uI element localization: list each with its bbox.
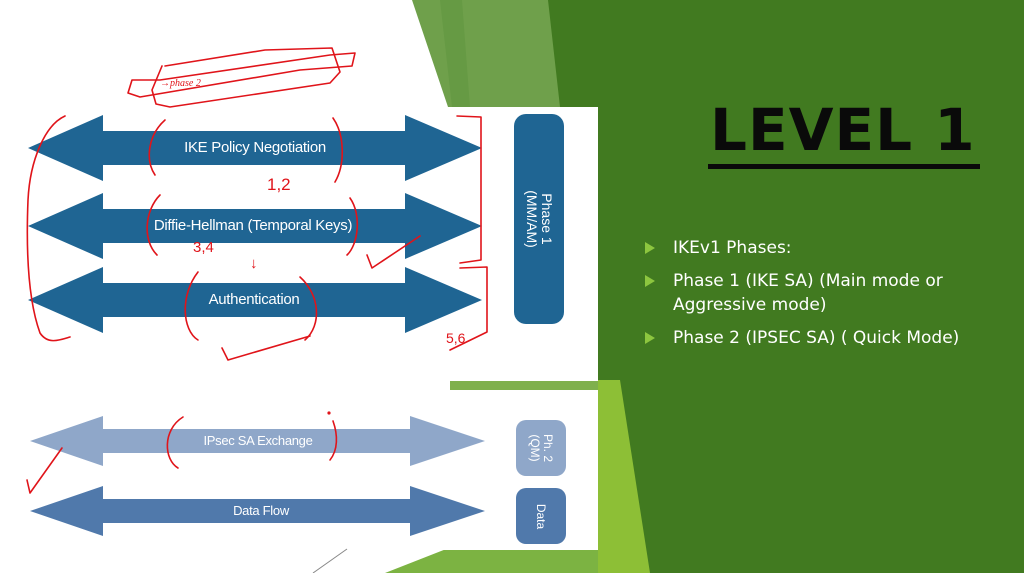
ink-left-bracket <box>26 115 71 342</box>
slide-title: LEVEL 1 <box>708 96 980 169</box>
ink-paren-ipsec-left <box>166 416 184 469</box>
arrow-authentication <box>28 267 482 333</box>
ink-paren-ipsec-right <box>329 420 338 461</box>
bullet-item: Phase 2 (IPSEC SA) ( Quick Mode) <box>645 326 1015 350</box>
bullet-item: Phase 1 (IKE SA) (Main mode or Aggressiv… <box>645 269 1015 317</box>
ink-step-34: 3,4 <box>193 239 214 256</box>
label-authentication: Authentication <box>208 291 300 308</box>
arrow-diffie-hellman <box>28 193 482 259</box>
ink-dot <box>327 411 331 415</box>
ink-paren-ike-right <box>332 117 344 183</box>
arrow-data-flow <box>30 486 485 536</box>
ink-step-12: 1,2 <box>267 175 291 194</box>
label-diffie-hellman: Diffie-Hellman (Temporal Keys) <box>153 217 353 234</box>
box-phase1: Phase 1 (MM/AM) <box>514 114 564 324</box>
bullet-text: Phase 2 (IPSEC SA) ( Quick Mode) <box>673 328 960 348</box>
ink-scribble-box-2 <box>151 47 341 108</box>
ink-right-bracket-top <box>456 115 482 264</box>
ink-paren-dh-left <box>146 194 161 256</box>
ink-check-auth <box>221 335 311 361</box>
ink-scribble-box-1 <box>127 52 356 98</box>
ink-paren-auth-left <box>184 271 199 341</box>
bg-lime-shape <box>470 380 650 573</box>
triangle-bullet-icon <box>645 242 655 254</box>
ink-paren-ike-left <box>148 119 166 176</box>
bg-strip <box>450 381 598 390</box>
ink-step-arrow: ↓ <box>250 255 258 272</box>
box-phase2: Ph. 2 (QM) <box>516 420 566 476</box>
arrow-ipsec-sa-exchange <box>30 416 485 466</box>
label-ipsec-sa-exchange: IPsec SA Exchange <box>203 433 313 448</box>
ink-check-dh <box>366 235 421 269</box>
box-data: Data <box>516 488 566 544</box>
ink-paren-dh-right <box>346 197 359 256</box>
bg-dark-green-panel <box>548 0 1024 573</box>
bullet-item: IKEv1 Phases: <box>645 236 1015 260</box>
bullet-list: IKEv1 Phases: Phase 1 (IKE SA) (Main mod… <box>645 236 1015 359</box>
stray-line <box>312 548 348 573</box>
bg-faint-stripe <box>440 0 470 107</box>
label-data-flow: Data Flow <box>233 503 289 518</box>
ink-right-bracket-bottom <box>449 266 488 351</box>
label-ike-policy: IKE Policy Negotiation <box>184 139 326 156</box>
bullet-text: IKEv1 Phases: <box>673 238 792 258</box>
ink-scribble-text: →phase 2 <box>160 78 201 89</box>
arrow-ike-policy <box>28 115 482 181</box>
ink-paren-auth-right <box>299 276 318 341</box>
ink-step-56: 5,6 <box>446 330 466 346</box>
triangle-bullet-icon <box>645 332 655 344</box>
triangle-bullet-icon <box>645 275 655 287</box>
bullet-text: Phase 1 (IKE SA) (Main mode or Aggressiv… <box>673 271 943 315</box>
ink-check-ipsec <box>26 447 63 494</box>
